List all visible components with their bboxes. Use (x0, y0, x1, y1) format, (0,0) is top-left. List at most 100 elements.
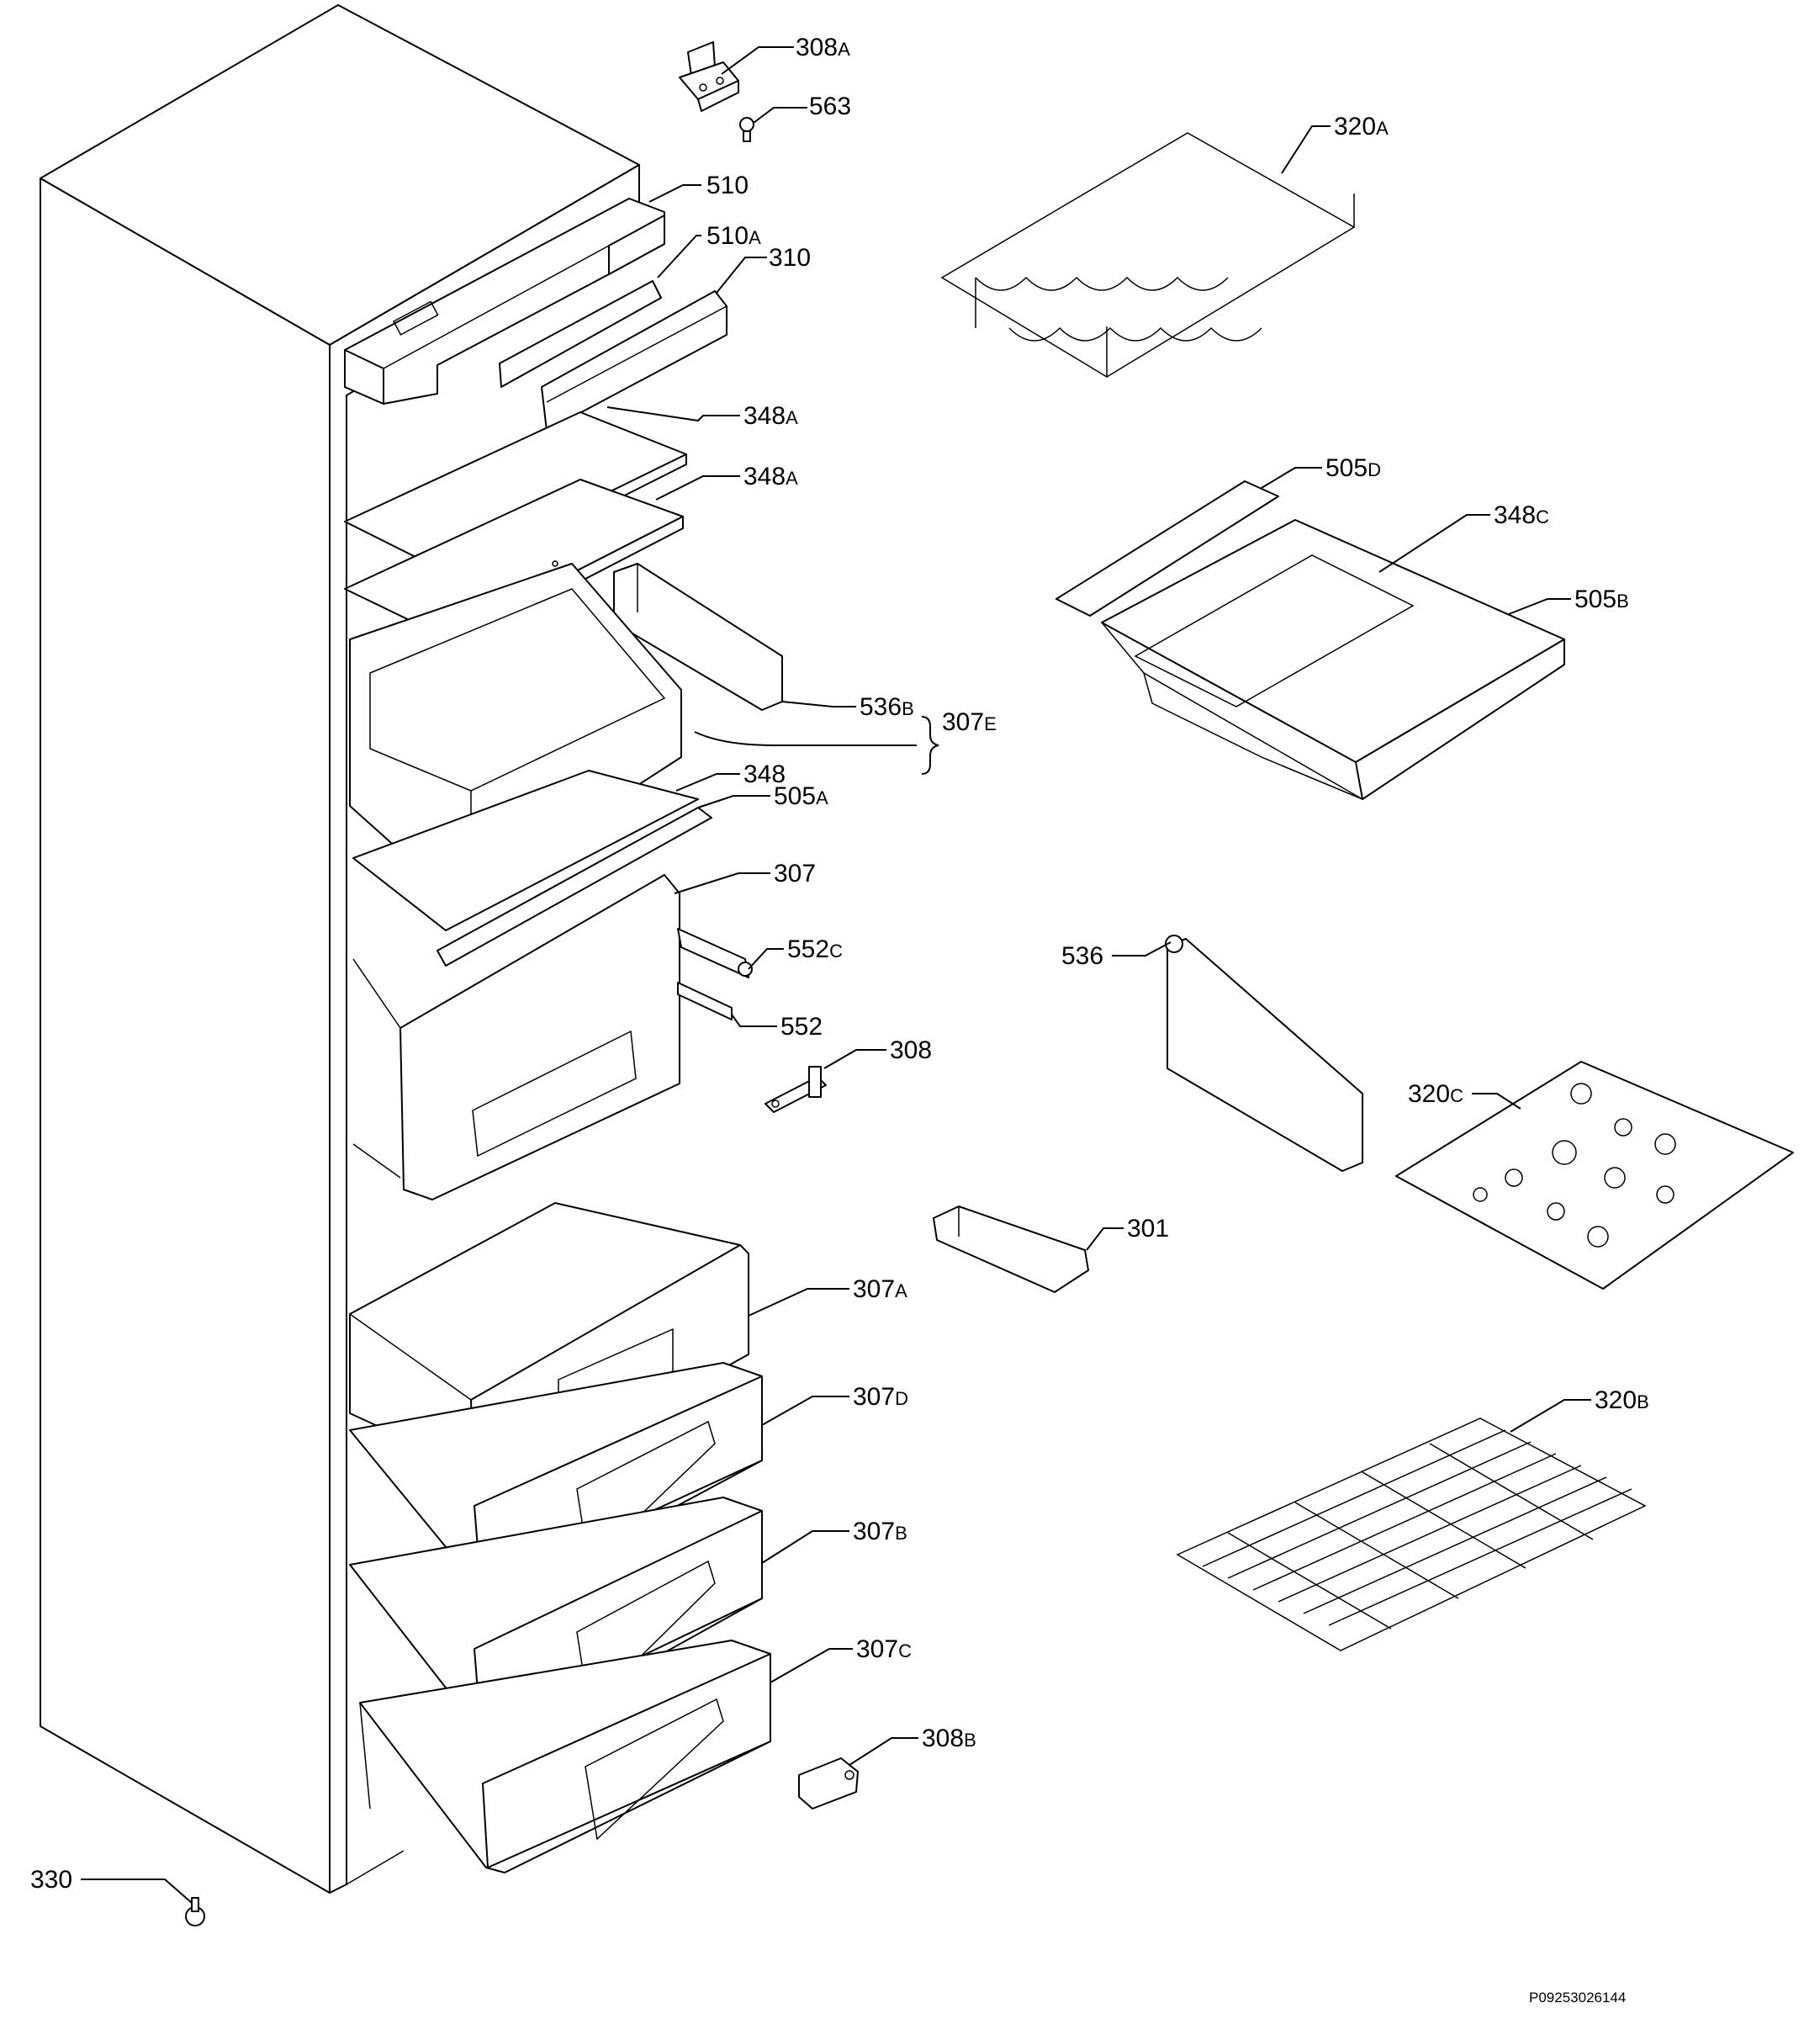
callout-307b-suffix: B (895, 1523, 907, 1544)
callout-307c-number: 307 (856, 1635, 898, 1663)
divider-536 (1165, 935, 1363, 1172)
callout-308a-suffix: A (838, 39, 850, 60)
callout-308b: 308B (922, 1725, 976, 1752)
callout-320c-suffix: C (1450, 1085, 1463, 1106)
callout-307d-suffix: D (895, 1388, 908, 1409)
callout-510: 510 (706, 172, 749, 199)
callout-348a-1: 348A (743, 402, 798, 430)
callout-330-number: 330 (30, 1866, 72, 1894)
callout-505a-number: 505 (774, 782, 816, 810)
callout-307a-suffix: A (895, 1280, 907, 1301)
callout-307c-suffix: C (898, 1640, 912, 1661)
callout-536: 536 (1061, 942, 1103, 970)
callout-536b-suffix: B (902, 698, 914, 719)
callout-307d-number: 307 (853, 1383, 895, 1411)
bracket-308 (765, 1066, 827, 1113)
callout-505d-suffix: D (1368, 459, 1381, 480)
callout-348: 348 (743, 760, 786, 788)
callout-552c: 552C (787, 935, 843, 963)
callout-301: 301 (1127, 1215, 1169, 1243)
callout-563-number: 563 (809, 93, 851, 120)
refrigerator-cabinet (40, 4, 640, 1894)
callout-320b: 320B (1595, 1386, 1649, 1414)
callout-348c: 348C (1494, 501, 1549, 529)
control-panel (344, 198, 665, 405)
callout-348a-2-suffix: A (786, 468, 798, 489)
fridge-shelf-assembly (1055, 480, 1565, 800)
callout-552: 552 (780, 1013, 823, 1041)
callout-320a-number: 320 (1334, 113, 1376, 140)
callout-348a-1-suffix: A (786, 407, 798, 428)
callout-505d-number: 505 (1325, 454, 1368, 482)
drawing-code: P09253026144 (1529, 1990, 1626, 2006)
callout-536b-number: 536 (860, 693, 902, 721)
callout-308b-suffix: B (964, 1730, 976, 1751)
callout-307-number: 307 (774, 860, 816, 888)
bottle-rack (940, 132, 1356, 378)
callout-307a-number: 307 (853, 1275, 895, 1303)
callout-348a-2: 348A (743, 463, 798, 490)
wire-grid-shelf (1176, 1418, 1647, 1651)
callout-307: 307 (774, 860, 816, 888)
callout-labels: 308A 563 510 510A 310 348A 348A 536B 307… (30, 34, 1649, 2006)
callout-510a-suffix: A (749, 227, 761, 248)
callout-320c-number: 320 (1408, 1080, 1450, 1108)
perforated-plate (1395, 1061, 1794, 1290)
drawer-307c (359, 1640, 771, 1873)
shelf-348 (352, 770, 712, 967)
callout-307d: 307D (853, 1383, 908, 1411)
callout-505b-suffix: B (1616, 591, 1629, 612)
bracket-brace-307e (921, 716, 939, 775)
callout-330: 330 (30, 1866, 72, 1894)
callout-307e: 307E (942, 708, 997, 736)
callout-308b-number: 308 (922, 1725, 964, 1752)
panel-strip (499, 280, 662, 388)
freezer-flap-door (352, 874, 680, 1200)
callout-348-number: 348 (743, 760, 786, 788)
callout-320b-number: 320 (1595, 1386, 1637, 1414)
hinge-bottom (798, 1757, 859, 1810)
callout-307b: 307B (853, 1518, 907, 1545)
callout-301-number: 301 (1127, 1215, 1169, 1243)
callout-310: 310 (769, 244, 811, 272)
callout-510a: 510A (706, 222, 761, 250)
callout-307b-number: 307 (853, 1518, 895, 1545)
ice-tray (933, 1206, 1089, 1293)
callout-552c-suffix: C (829, 941, 843, 962)
callout-307e-number: 307 (942, 708, 984, 736)
callout-320b-suffix: B (1637, 1391, 1649, 1412)
callout-308-number: 308 (890, 1036, 932, 1064)
callout-536b: 536B (860, 693, 914, 721)
rail-552 (677, 982, 733, 1020)
callout-348c-number: 348 (1494, 501, 1536, 529)
callout-307a: 307A (853, 1275, 907, 1303)
callout-310-number: 310 (769, 244, 811, 272)
callout-536-number: 536 (1061, 942, 1103, 970)
callout-510-number: 510 (706, 172, 749, 199)
callout-308a: 308A (796, 34, 850, 61)
rail-552c (677, 928, 753, 978)
callout-510a-number: 510 (706, 222, 749, 250)
callout-320a-suffix: A (1376, 118, 1389, 139)
callout-320c: 320C (1408, 1080, 1463, 1108)
callout-308a-number: 308 (796, 34, 838, 61)
callout-552-number: 552 (780, 1013, 823, 1041)
callout-348c-suffix: C (1536, 506, 1549, 527)
leader-lines (81, 46, 1591, 1904)
callout-552c-number: 552 (787, 935, 829, 963)
callout-320a: 320A (1334, 113, 1389, 140)
callout-348a-1-number: 348 (743, 402, 786, 430)
callout-308: 308 (890, 1036, 932, 1064)
callout-348a-2-number: 348 (743, 463, 786, 490)
callout-563: 563 (809, 93, 851, 120)
callout-505d: 505D (1325, 454, 1381, 482)
bar-310 (541, 290, 727, 432)
callout-505a-suffix: A (816, 787, 828, 808)
callout-307e-suffix: E (984, 713, 997, 734)
hinge-top (679, 41, 739, 112)
callout-505b: 505B (1574, 586, 1629, 613)
callout-505a: 505A (774, 782, 828, 810)
adjustable-foot (185, 1897, 205, 1926)
screw-563 (739, 117, 754, 142)
